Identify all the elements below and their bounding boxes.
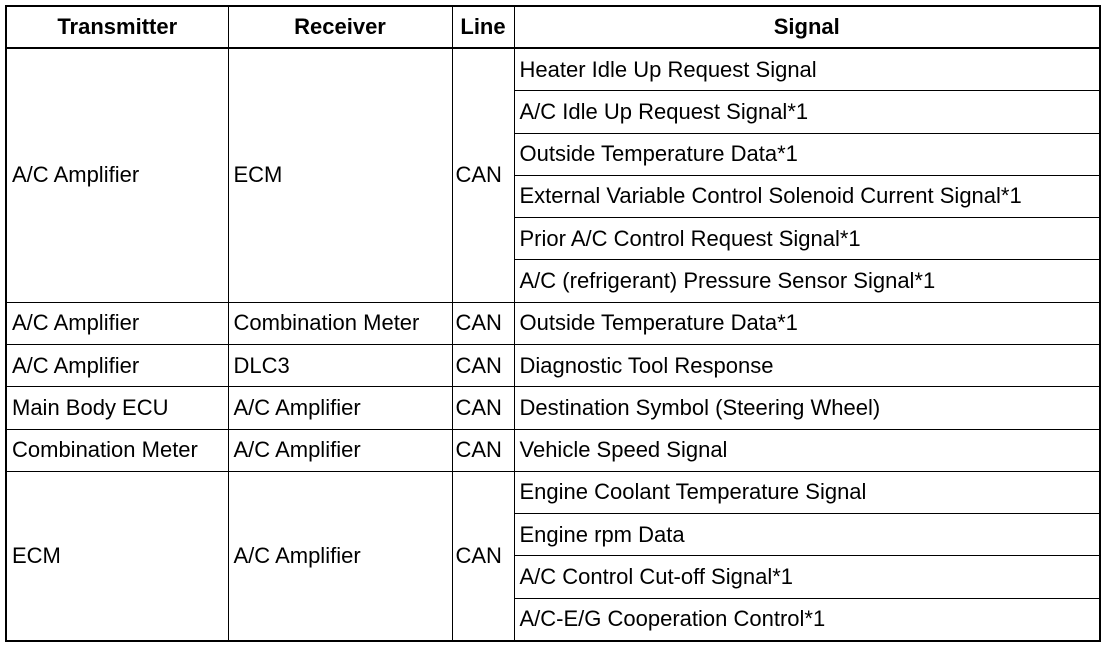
header-transmitter: Transmitter <box>5 5 229 49</box>
table-row: A/C Control Cut-off Signal*1 <box>6 555 1101 599</box>
line-cell: CAN <box>451 470 515 642</box>
signal-cell: A/C-E/G Cooperation Control*1 <box>513 597 1101 642</box>
receiver-cell: DLC3 <box>227 343 453 388</box>
signal-cell: A/C Control Cut-off Signal*1 <box>513 555 1101 599</box>
receiver-cell: A/C Amplifier <box>227 386 453 430</box>
table-row: External Variable Control Solenoid Curre… <box>6 174 1101 219</box>
receiver-cell: ECM <box>227 47 453 303</box>
table-row: Combination Meter A/C Amplifier CAN Vehi… <box>5 428 1101 472</box>
table-row: A/C Amplifier DLC3 CAN Diagnostic Tool R… <box>5 343 1101 388</box>
signal-cell: Outside Temperature Data*1 <box>513 301 1101 345</box>
transmitter-cell: A/C Amplifier <box>5 301 229 345</box>
line-cell: CAN <box>451 301 515 345</box>
signal-cell: Engine rpm Data <box>513 513 1101 557</box>
table-row: Outside Temperature Data*1 <box>6 132 1101 176</box>
line-cell: CAN <box>451 386 515 430</box>
signal-cell: A/C (refrigerant) Pressure Sensor Signal… <box>513 259 1101 303</box>
table-row: ECM A/C Amplifier CAN Engine Coolant Tem… <box>5 470 1101 642</box>
signal-cell: Diagnostic Tool Response <box>513 343 1101 388</box>
receiver-cell: A/C Amplifier <box>227 428 453 472</box>
receiver-cell: Combination Meter <box>227 301 453 345</box>
transmitter-cell: ECM <box>5 470 229 642</box>
header-line: Line <box>451 5 515 49</box>
signal-table: Transmitter Receiver Line Signal A/C Amp… <box>5 5 1101 642</box>
table-row: A/C Amplifier ECM CAN Heater Idle Up Req… <box>5 47 1101 303</box>
table-row: A/C Amplifier Combination Meter CAN Outs… <box>5 301 1101 345</box>
table-row: A/C-E/G Cooperation Control*1 <box>6 597 1101 642</box>
line-cell: CAN <box>451 47 515 303</box>
signal-cell: External Variable Control Solenoid Curre… <box>513 174 1101 219</box>
signal-cell: Engine Coolant Temperature Signal <box>513 470 1101 515</box>
signal-cell: Prior A/C Control Request Signal*1 <box>513 217 1101 261</box>
header-receiver: Receiver <box>227 5 453 49</box>
signal-cell: A/C Idle Up Request Signal*1 <box>513 90 1101 134</box>
transmitter-cell: Combination Meter <box>5 428 229 472</box>
table-row: A/C Idle Up Request Signal*1 <box>6 90 1101 134</box>
header-row: Transmitter Receiver Line Signal <box>5 5 1101 49</box>
signal-cell: Heater Idle Up Request Signal <box>513 47 1101 92</box>
receiver-cell: A/C Amplifier <box>227 470 453 642</box>
header-signal: Signal <box>513 5 1101 49</box>
table-row: Main Body ECU A/C Amplifier CAN Destinat… <box>5 386 1101 430</box>
signal-cell: Outside Temperature Data*1 <box>513 132 1101 176</box>
table-body: A/C Amplifier ECM CAN Heater Idle Up Req… <box>5 47 1101 642</box>
table-row: Engine rpm Data <box>6 513 1101 557</box>
line-cell: CAN <box>451 343 515 388</box>
signal-cell: Vehicle Speed Signal <box>513 428 1101 472</box>
signal-cell: Destination Symbol (Steering Wheel) <box>513 386 1101 430</box>
transmitter-cell: A/C Amplifier <box>5 47 229 303</box>
transmitter-cell: Main Body ECU <box>5 386 229 430</box>
line-cell: CAN <box>451 428 515 472</box>
transmitter-cell: A/C Amplifier <box>5 343 229 388</box>
